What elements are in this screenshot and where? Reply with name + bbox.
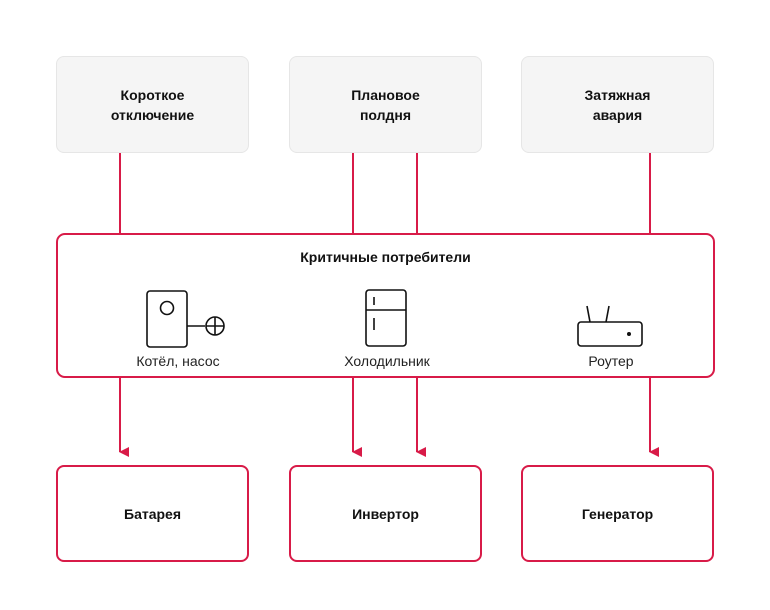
scenario-long-outage: Затяжная авария [521, 56, 714, 153]
fridge-icon [365, 289, 407, 347]
device-label-boiler: Котёл, насос [136, 353, 220, 369]
boiler-pump-icon [146, 290, 225, 348]
scenario-short-outage-label: Короткое отключение [110, 86, 195, 123]
critical-consumers-box: Критичные потребители Котёл, насос Холод… [56, 233, 715, 378]
solution-battery: Батарея [56, 465, 249, 562]
device-label-router: Роутер [588, 353, 634, 369]
solution-generator-label: Генератор [581, 505, 654, 522]
scenario-short-outage: Короткое отключение [56, 56, 249, 153]
scenario-planned-half-day: Плановое полдня [289, 56, 482, 153]
solution-inverter-label: Инвертор [352, 505, 419, 522]
solution-inverter: Инвертор [289, 465, 482, 562]
scenario-long-outage-label: Затяжная авария [584, 86, 651, 123]
solution-battery-label: Батарея [124, 505, 181, 522]
critical-consumers-title: Критичные потребители [300, 249, 471, 265]
device-label-fridge: Холодильник [344, 353, 430, 369]
router-icon [577, 305, 643, 347]
solution-generator: Генератор [521, 465, 714, 562]
scenario-planned-half-day-label: Плановое полдня [351, 86, 420, 123]
